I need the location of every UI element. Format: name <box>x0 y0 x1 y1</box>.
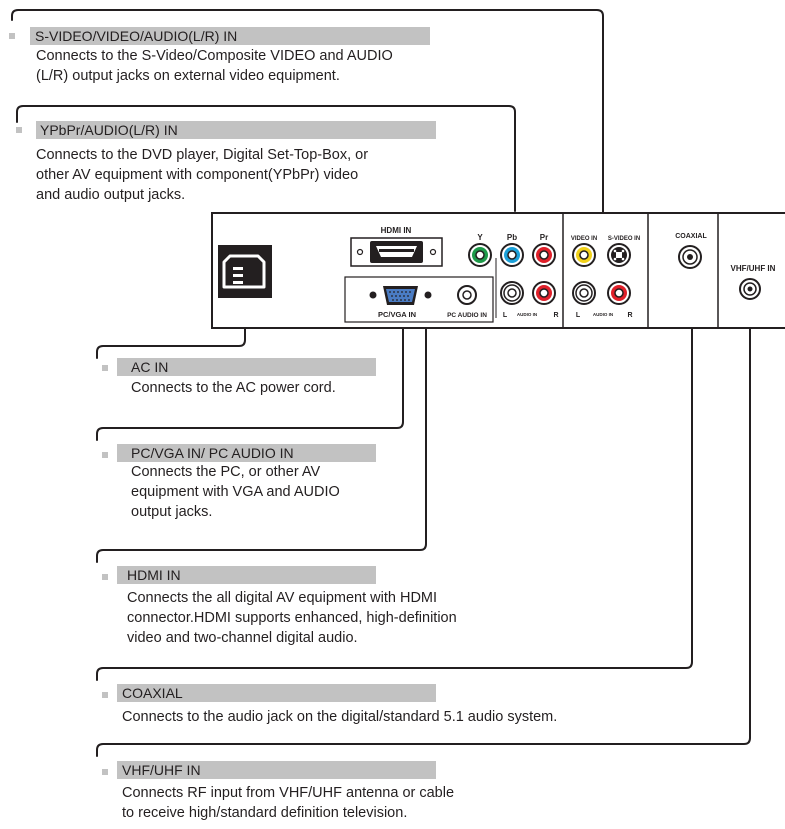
jack-audio-r-1 <box>532 281 556 305</box>
coaxial-heading: COAXIAL <box>122 685 183 701</box>
label-l-1: L <box>503 312 508 319</box>
rear-panel <box>211 212 785 329</box>
ypbpr-description: Connects to the DVD player, Digital Set-… <box>36 147 369 203</box>
label-svideo-in: S-VIDEO IN <box>608 236 640 242</box>
label-vhf-uhf-in: VHF/UHF IN <box>731 264 776 273</box>
bullet-marker <box>102 692 108 698</box>
jack-pc-audio <box>457 285 477 305</box>
hdmi-leader-line <box>96 265 427 563</box>
label-audio-in-2: AUDIO IN <box>593 312 613 317</box>
vga-port <box>369 286 432 305</box>
label-video-in: VIDEO IN <box>571 236 597 242</box>
hdmi-description: Connects the all digital AV equipment wi… <box>127 590 457 646</box>
pcvga-leader-line <box>96 302 404 441</box>
label-pb: Pb <box>507 233 517 242</box>
jack-audio-l-2 <box>572 281 596 305</box>
acin-heading: AC IN <box>131 359 169 375</box>
bullet-marker <box>102 452 108 458</box>
bullet-marker <box>102 769 108 775</box>
label-r-2: R <box>627 312 632 319</box>
label-pc-vga-in: PC/VGA IN <box>378 310 416 319</box>
label-coaxial: COAXIAL <box>675 233 707 240</box>
label-l-2: L <box>576 312 581 319</box>
vhfuhf-heading: VHF/UHF IN <box>122 762 201 778</box>
svideo-description: Connects to the S-Video/Composite VIDEO … <box>36 48 393 84</box>
vhfuhf-description: Connects RF input from VHF/UHF antenna o… <box>122 785 455 821</box>
svideo-leader-line <box>11 9 604 231</box>
vhfuhf-leader-line <box>96 296 751 757</box>
label-pc-audio-in: PC AUDIO IN <box>447 312 487 319</box>
acin-leader-line <box>96 301 246 359</box>
hdmi-heading: HDMI IN <box>127 567 181 583</box>
heading-bar <box>30 27 430 45</box>
ypbpr-leader-line <box>16 105 516 212</box>
label-audio-in-1: AUDIO IN <box>517 312 537 317</box>
heading-bar <box>117 444 376 462</box>
jack-y <box>468 243 492 267</box>
jack-coaxial <box>678 245 702 269</box>
label-pr: Pr <box>540 233 548 242</box>
acin-description: Connects to the AC power cord. <box>131 380 336 396</box>
ypbpr-heading: YPbPr/AUDIO(L/R) IN <box>40 122 178 138</box>
ac-power-inlet <box>218 245 272 298</box>
hdmi-port <box>350 237 443 267</box>
jack-pr <box>532 243 556 267</box>
heading-bar <box>117 566 376 584</box>
bullet-marker <box>102 574 108 580</box>
jack-audio-l-1 <box>500 281 524 305</box>
heading-bar <box>117 684 436 702</box>
bullet-marker <box>9 33 15 39</box>
jack-pb <box>500 243 524 267</box>
heading-bar <box>117 761 436 779</box>
label-y: Y <box>477 233 483 242</box>
coaxial-description: Connects to the audio jack on the digita… <box>122 709 558 725</box>
jack-audio-r-2 <box>607 281 631 305</box>
bullet-marker <box>102 365 108 371</box>
heading-bar <box>117 358 376 376</box>
jack-svideo <box>607 243 631 267</box>
heading-bar <box>36 121 436 139</box>
svideo-heading: S-VIDEO/VIDEO/AUDIO(L/R) IN <box>35 28 238 44</box>
bullet-marker <box>16 127 22 133</box>
label-r-1: R <box>553 312 558 319</box>
jack-vhf-uhf <box>739 278 761 300</box>
label-hdmi-in: HDMI IN <box>381 226 412 235</box>
jack-video <box>572 243 596 267</box>
pcvga-description: Connects the PC, or other AV equipment w… <box>131 464 340 520</box>
coaxial-leader-line <box>96 269 693 681</box>
pcvga-heading: PC/VGA IN/ PC AUDIO IN <box>131 445 294 461</box>
